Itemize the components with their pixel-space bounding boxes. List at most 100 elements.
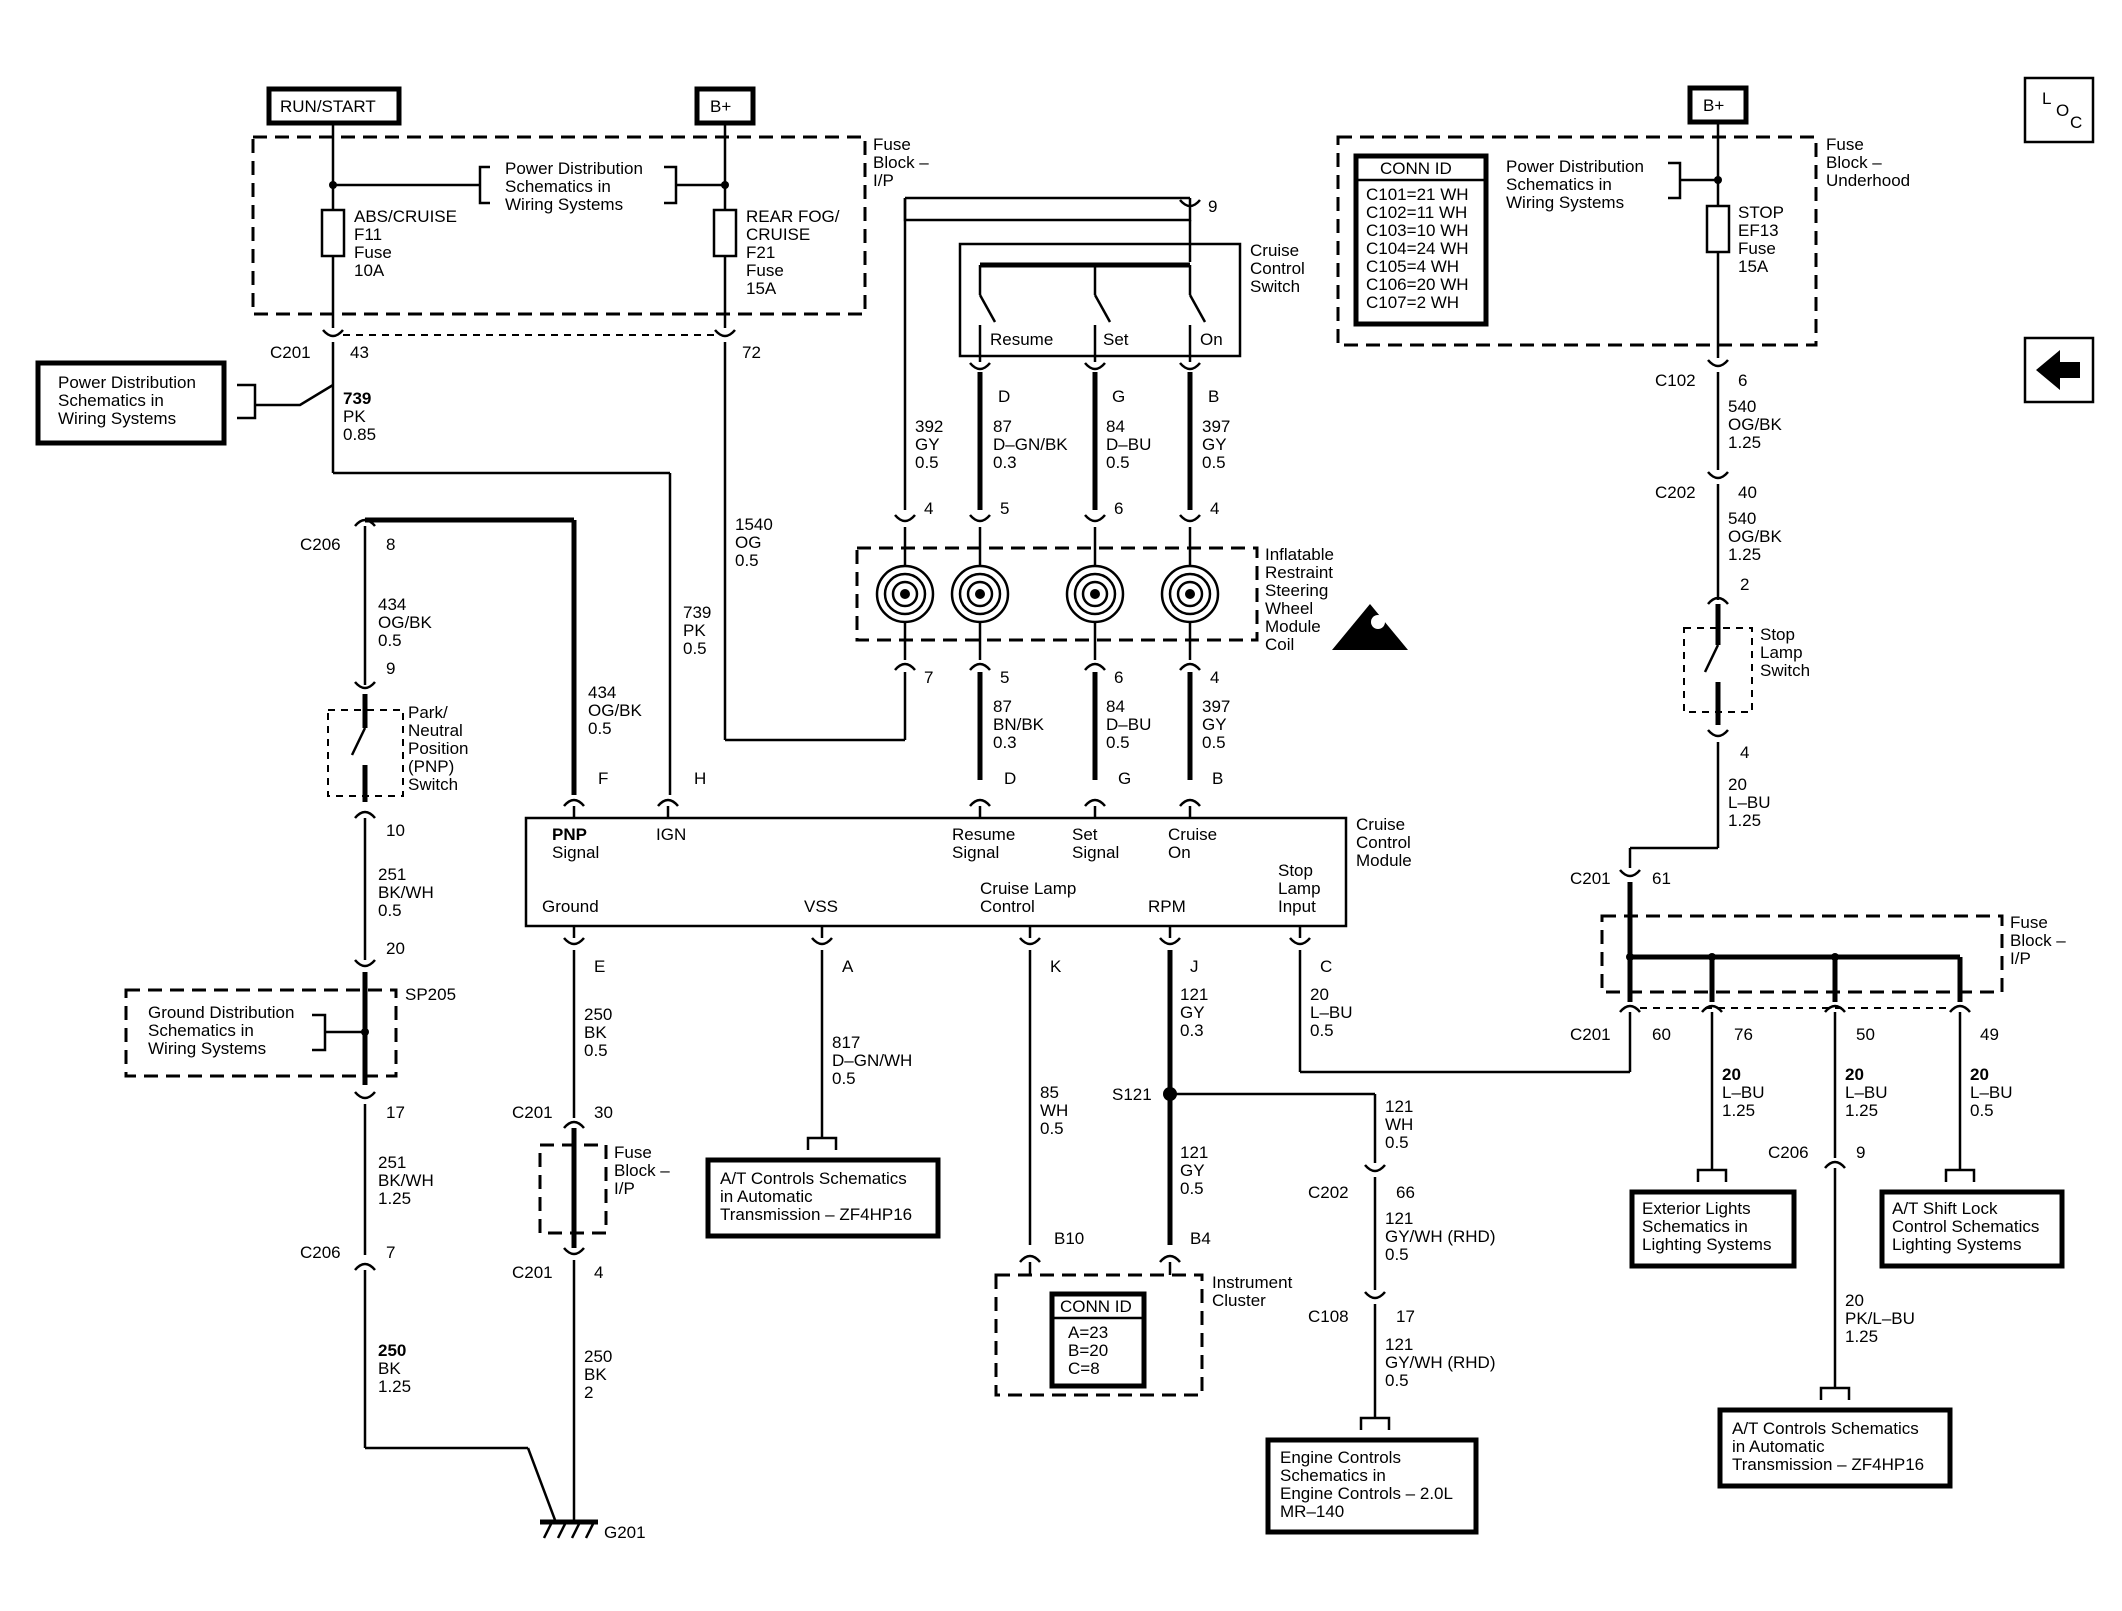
wire-250-bk-05: 250 BK 0.5 — [584, 1005, 612, 1060]
airbag-warning-icon — [1332, 604, 1408, 650]
svg-text:Signal: Signal — [552, 843, 599, 862]
conn-id-table-right: CONN ID C101=21 WH C102=11 WH C103=10 WH… — [1353, 153, 1489, 327]
bplus-left-label: B+ — [694, 86, 756, 126]
svg-text:Input: Input — [1278, 897, 1316, 916]
svg-text:D–GN/WH: D–GN/WH — [832, 1051, 912, 1070]
svg-text:GY/WH (RHD): GY/WH (RHD) — [1385, 1227, 1495, 1246]
svg-text:C=8: C=8 — [1068, 1359, 1100, 1378]
svg-text:1.25: 1.25 — [1728, 811, 1761, 830]
wire-121-gywh-2: 121 GY/WH (RHD) 0.5 — [1385, 1335, 1495, 1390]
c102-label: C102 — [1655, 371, 1696, 390]
svg-text:Switch: Switch — [1760, 661, 1810, 680]
svg-text:15A: 15A — [1738, 257, 1769, 276]
svg-text:0.5: 0.5 — [1202, 453, 1226, 472]
svg-text:Block –: Block – — [614, 1161, 670, 1180]
engine-controls-ref: Engine Controls Schematics in Engine Con… — [1265, 1437, 1479, 1535]
pin-60: 60 — [1652, 1025, 1671, 1044]
pin-h: H — [694, 769, 706, 788]
c201-right-top-label: C201 — [1570, 869, 1611, 888]
pin-g: G — [1112, 387, 1125, 406]
svg-text:OG/BK: OG/BK — [1728, 527, 1783, 546]
fuse-f11 — [320, 208, 346, 258]
svg-text:10A: 10A — [354, 261, 385, 280]
svg-text:Wiring Systems: Wiring Systems — [505, 195, 623, 214]
svg-text:0.5: 0.5 — [1385, 1371, 1409, 1390]
svg-text:0.5: 0.5 — [1385, 1245, 1409, 1264]
svg-text:PK/L–BU: PK/L–BU — [1845, 1309, 1915, 1328]
svg-text:CRUISE: CRUISE — [746, 225, 810, 244]
svg-text:1.25: 1.25 — [1728, 545, 1761, 564]
svg-text:A/T Shift Lock: A/T Shift Lock — [1892, 1199, 1998, 1218]
svg-text:BK: BK — [378, 1359, 401, 1378]
svg-text:Lighting Systems: Lighting Systems — [1892, 1235, 2021, 1254]
wire-121-gy-05: 121 GY 0.5 — [1180, 1143, 1208, 1198]
svg-text:Transmission – ZF4HP16: Transmission – ZF4HP16 — [1732, 1455, 1924, 1474]
pin-30: 30 — [594, 1103, 613, 1122]
c206-top-label: C206 — [300, 535, 341, 554]
svg-text:Underhood: Underhood — [1826, 171, 1910, 190]
svg-text:Fuse: Fuse — [873, 135, 911, 154]
pin-a: A — [842, 957, 854, 976]
pin-17-c108: 17 — [1396, 1307, 1415, 1326]
wire-121-wh: 121 WH 0.5 — [1385, 1097, 1413, 1152]
svg-text:0.5: 0.5 — [1385, 1133, 1409, 1152]
svg-text:Restraint: Restraint — [1265, 563, 1333, 582]
coil-label: Inflatable Restraint Steering Wheel Modu… — [1265, 545, 1334, 654]
svg-text:Cruise: Cruise — [1168, 825, 1217, 844]
svg-text:Fuse: Fuse — [1738, 239, 1776, 258]
svg-text:OG/BK: OG/BK — [588, 701, 643, 720]
svg-text:Schematics in: Schematics in — [148, 1021, 254, 1040]
svg-text:1.25: 1.25 — [1728, 433, 1761, 452]
pin-4-stop: 4 — [1740, 743, 1749, 762]
pin-6-coil-bottom: 6 — [1114, 668, 1123, 687]
ccm-cruise-lamp-control: Cruise Lamp Control — [980, 879, 1076, 916]
svg-text:OG/BK: OG/BK — [378, 613, 433, 632]
svg-text:C103=10 WH: C103=10 WH — [1366, 221, 1469, 240]
svg-text:STOP: STOP — [1738, 203, 1784, 222]
svg-text:250: 250 — [378, 1341, 406, 1360]
svg-text:84: 84 — [1106, 697, 1125, 716]
fuse-block-ip-right-label: Fuse Block – I/P — [2010, 913, 2066, 968]
svg-text:251: 251 — [378, 1153, 406, 1172]
svg-text:20: 20 — [1310, 985, 1329, 1004]
back-arrow-icon[interactable] — [2023, 336, 2095, 404]
svg-text:On: On — [1168, 843, 1191, 862]
svg-text:C104=24 WH: C104=24 WH — [1366, 239, 1469, 258]
svg-text:L–BU: L–BU — [1970, 1083, 2013, 1102]
fuse-block-underhood-label: Fuse Block – Underhood — [1826, 135, 1910, 190]
svg-text:397: 397 — [1202, 697, 1230, 716]
svg-text:C106=20 WH: C106=20 WH — [1366, 275, 1469, 294]
cruise-control-switch-label: Cruise Control Switch — [1250, 241, 1305, 296]
svg-text:20: 20 — [1845, 1291, 1864, 1310]
svg-text:Wiring Systems: Wiring Systems — [58, 409, 176, 428]
svg-text:Wiring Systems: Wiring Systems — [148, 1039, 266, 1058]
c201-top-label: C201 — [270, 343, 311, 362]
pin-6-c102: 6 — [1738, 371, 1747, 390]
c202-left-label: C202 — [1308, 1183, 1349, 1202]
svg-text:Ground Distribution: Ground Distribution — [148, 1003, 294, 1022]
c201-ground-bottom-label: C201 — [512, 1263, 553, 1282]
wire-540-ogbk-2: 540 OG/BK 1.25 — [1728, 509, 1783, 564]
svg-text:817: 817 — [832, 1033, 860, 1052]
svg-text:in Automatic: in Automatic — [720, 1187, 813, 1206]
ccm-ign: IGN — [656, 825, 686, 844]
svg-text:GY: GY — [1180, 1003, 1205, 1022]
svg-text:0.5: 0.5 — [1040, 1119, 1064, 1138]
pin-d: D — [998, 387, 1010, 406]
svg-text:Set: Set — [1072, 825, 1098, 844]
svg-text:0.5: 0.5 — [584, 1041, 608, 1060]
c201-right-bottom-label: C201 — [1570, 1025, 1611, 1044]
svg-text:I/P: I/P — [2010, 949, 2031, 968]
wire-84-dbu-bottom: 84 D–BU 0.5 — [1106, 697, 1151, 752]
svg-text:Block –: Block – — [2010, 931, 2066, 950]
pin-61: 61 — [1652, 869, 1671, 888]
svg-text:Control: Control — [1250, 259, 1305, 278]
svg-text:0.85: 0.85 — [343, 425, 376, 444]
pin-20: 20 — [386, 939, 405, 958]
svg-text:0.3: 0.3 — [1180, 1021, 1204, 1040]
s121-label: S121 — [1112, 1085, 1152, 1104]
svg-text:Lamp: Lamp — [1760, 643, 1803, 662]
svg-text:0.5: 0.5 — [1310, 1021, 1334, 1040]
loc-icon[interactable]: L O C — [2023, 76, 2095, 144]
coil-1095 — [1065, 564, 1125, 624]
